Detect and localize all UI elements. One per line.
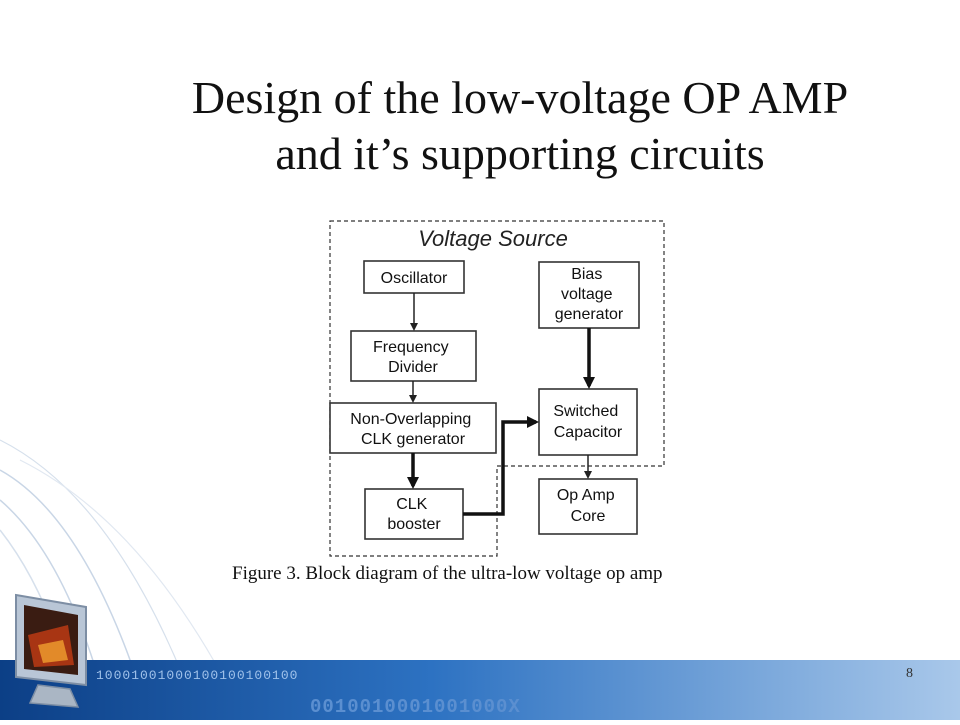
slide-title-line-2: and it’s supporting circuits: [275, 128, 765, 179]
op-amp-core-block: [538, 478, 638, 535]
op-amp-core-label-2: Core: [571, 508, 606, 525]
svg-text:Switched Capacitor: Switched Capacitor: [553, 403, 623, 441]
oscillator-label: Oscillator: [381, 270, 448, 287]
op-amp-core-label-1: Op Amp: [557, 487, 615, 504]
oscillator-block: [363, 260, 465, 294]
switched-capacitor-label-1: Switched: [553, 403, 618, 420]
binary-decoration-top: 10001001000100100100100: [96, 668, 299, 683]
switched-capacitor-block: [538, 388, 638, 456]
arrow-booster-to-switched-cap: [463, 416, 539, 516]
footer-band-decoration: [0, 660, 960, 720]
svg-text:Bias voltage generator: Bias voltage generator: [555, 266, 624, 323]
frequency-divider-label-2: Divider: [388, 359, 438, 376]
svg-text:Frequency Divider: Frequency Divider: [373, 339, 453, 376]
voltage-source-boundary: [329, 220, 665, 557]
figure-caption: Figure 3. Block diagram of the ultra-low…: [232, 563, 663, 584]
page-number: 8: [906, 666, 913, 681]
bias-label-2: voltage: [561, 286, 613, 303]
svg-text:Oscillator: Oscillator: [381, 270, 448, 287]
binary-decoration-bottom: 0010010001001000X: [310, 696, 521, 718]
voltage-source-label: Voltage Source: [418, 226, 568, 251]
svg-text:Non-Overlapping CLK genera: Non-Overlapping CLK generator: [350, 411, 475, 448]
frequency-divider-block: [350, 330, 477, 382]
slide-title-line-1: Design of the low-voltage OP AMP: [191, 72, 849, 123]
non-overlapping-label-2: CLK generator: [361, 431, 466, 448]
slide-title: Design of the low-voltage OP AMP and it’…: [80, 70, 960, 182]
bias-label-1: Bias: [571, 266, 602, 283]
bias-label-3: generator: [555, 306, 624, 323]
svg-text:Op Amp Core: Op Amp Core: [557, 487, 619, 525]
clk-booster-block: [364, 488, 464, 540]
clk-booster-label-2: booster: [387, 516, 441, 533]
monitor-icon: [15, 593, 87, 708]
non-overlapping-label-1: Non-Overlapping: [350, 411, 471, 428]
clk-booster-label-1: CLK: [396, 496, 427, 513]
svg-text:CLK booster: CLK booster: [387, 496, 441, 533]
frequency-divider-label-1: Frequency: [373, 339, 449, 356]
switched-capacitor-label-2: Capacitor: [554, 424, 623, 441]
